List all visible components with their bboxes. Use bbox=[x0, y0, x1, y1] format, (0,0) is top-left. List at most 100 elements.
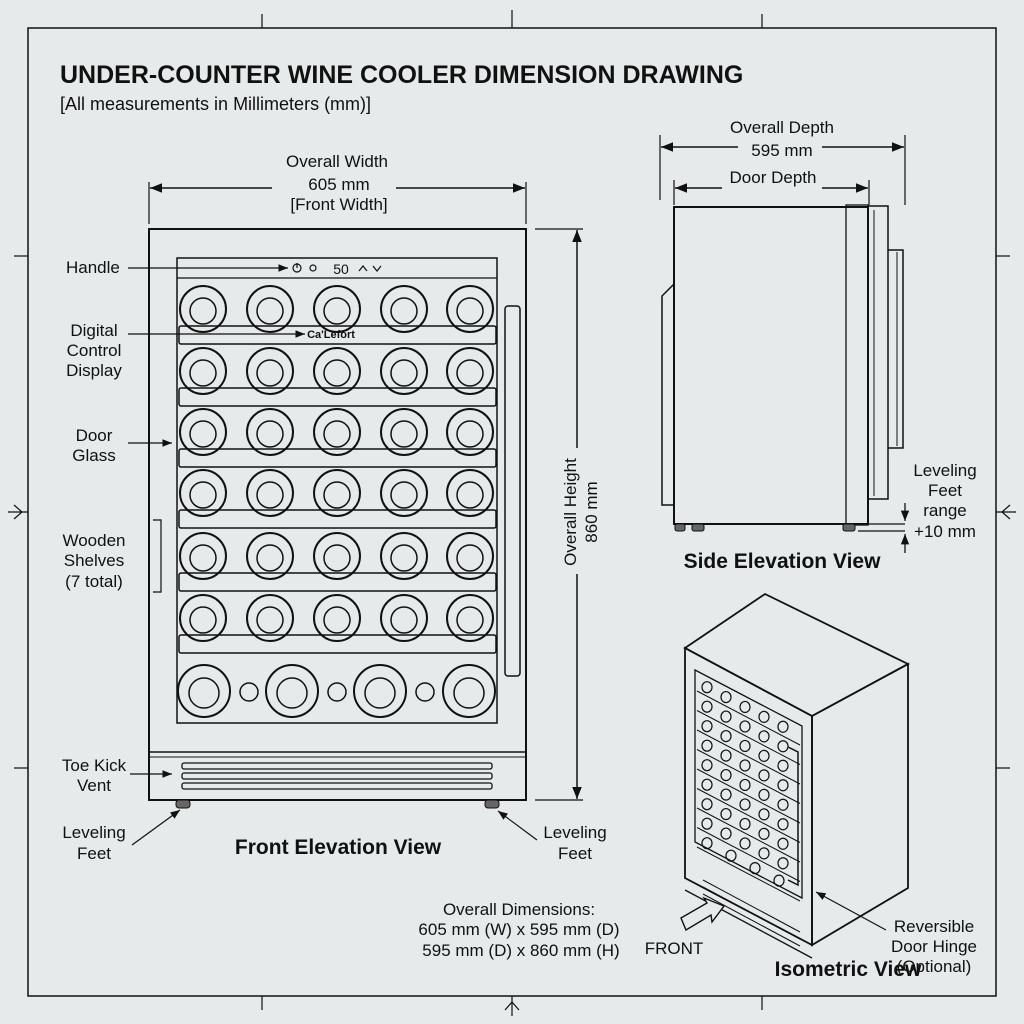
iso-shelf bbox=[696, 846, 801, 902]
iso-bottle bbox=[739, 778, 751, 792]
iso-bottle bbox=[701, 778, 713, 791]
hinge-line2: Door Hinge bbox=[891, 937, 977, 956]
iso-bottle bbox=[777, 720, 789, 733]
wine-bottle bbox=[446, 285, 494, 333]
wine-bottle bbox=[446, 532, 494, 580]
wine-bottle bbox=[380, 594, 428, 642]
iso-bottle bbox=[777, 740, 789, 753]
wine-bottle bbox=[380, 532, 428, 580]
side-view-title: Side Elevation View bbox=[684, 550, 882, 573]
iso-view-title: Isometric View bbox=[775, 958, 922, 981]
iso-door-glass bbox=[694, 668, 803, 900]
wine-bottle bbox=[380, 408, 428, 456]
iso-wine-rack bbox=[696, 681, 801, 902]
wine-rack bbox=[177, 285, 497, 718]
callout-feet-left-line2: Feet bbox=[77, 844, 111, 863]
door-handle bbox=[504, 305, 521, 677]
wine-bottle bbox=[179, 408, 227, 456]
wine-bottle bbox=[179, 347, 227, 395]
chevron-down-icon bbox=[372, 265, 382, 272]
iso-bottle bbox=[758, 808, 770, 821]
callout-shelves-line3: (7 total) bbox=[65, 572, 123, 591]
temperature-readout: 50 bbox=[333, 261, 349, 277]
iso-bottle bbox=[739, 700, 751, 714]
callout-shelves-line2: Shelves bbox=[64, 551, 124, 570]
wooden-shelf bbox=[178, 572, 497, 592]
front-elevation-view: Overall Width 605 mm [Front Width] 50 Ca… bbox=[62, 152, 607, 863]
iso-bottle bbox=[777, 759, 789, 772]
iso-bottle bbox=[720, 788, 732, 801]
wine-bottle bbox=[313, 285, 361, 333]
iso-shelf bbox=[696, 788, 801, 843]
page-title: UNDER-COUNTER WINE COOLER DIMENSION DRAW… bbox=[60, 61, 743, 89]
iso-bottle bbox=[701, 681, 713, 694]
leveling-range-line1: Leveling bbox=[913, 461, 976, 480]
side-elevation-view: Overall Depth 595 mm Door Depth Leveling… bbox=[659, 118, 977, 573]
iso-side bbox=[811, 662, 909, 947]
front-label: FRONT bbox=[645, 939, 704, 958]
iso-top bbox=[683, 592, 910, 718]
overall-height-value: 860 mm bbox=[582, 481, 601, 542]
iso-bottle bbox=[758, 749, 770, 762]
wine-bottle bbox=[177, 664, 231, 718]
wine-bottle bbox=[246, 347, 294, 395]
iso-bottle bbox=[758, 788, 770, 801]
iso-bottle bbox=[720, 710, 732, 723]
overall-dimensions-heading: Overall Dimensions: bbox=[443, 900, 595, 919]
iso-bottle bbox=[701, 817, 713, 830]
rear-compressor-housing bbox=[661, 283, 675, 506]
leveling-foot-left bbox=[175, 799, 191, 809]
iso-bottle bbox=[720, 690, 732, 704]
callout-door-glass-line1: Door bbox=[76, 426, 113, 445]
callout-display-line3: Display bbox=[66, 361, 122, 380]
callout-feet-left-line1: Leveling bbox=[62, 823, 125, 842]
overall-depth-label: Overall Depth bbox=[730, 118, 834, 137]
overall-dimensions-line2: 595 mm (D) x 860 mm (H) bbox=[422, 941, 619, 960]
wine-bottle bbox=[179, 594, 227, 642]
wine-bottle bbox=[446, 594, 494, 642]
iso-bottle bbox=[720, 768, 732, 782]
overall-dimensions-line1: 605 mm (W) x 595 mm (D) bbox=[418, 920, 619, 939]
wine-bottle bbox=[353, 664, 407, 718]
wine-bottle bbox=[380, 285, 428, 333]
wine-bottle bbox=[246, 408, 294, 456]
wine-bottle bbox=[246, 469, 294, 517]
toe-kick-vent bbox=[181, 762, 493, 790]
iso-bottle bbox=[739, 759, 751, 772]
sheet-frame bbox=[8, 10, 1016, 1016]
wine-bottle bbox=[327, 682, 347, 702]
iso-bottle bbox=[701, 837, 713, 850]
callout-door-glass-line2: Glass bbox=[72, 446, 115, 465]
wooden-shelf bbox=[178, 634, 497, 654]
cabinet-side bbox=[673, 206, 869, 525]
iso-bottle bbox=[777, 837, 789, 850]
wine-bottle bbox=[313, 347, 361, 395]
wine-bottle bbox=[380, 469, 428, 517]
wine-bottle bbox=[179, 469, 227, 517]
handle-side bbox=[888, 249, 904, 449]
callout-shelves-line1: Wooden bbox=[62, 531, 125, 550]
wine-bottle bbox=[415, 682, 435, 702]
wine-bottle bbox=[246, 532, 294, 580]
wine-bottle bbox=[313, 532, 361, 580]
iso-shelf bbox=[696, 690, 801, 746]
overall-width-value: 605 mm bbox=[308, 175, 369, 194]
iso-bottle bbox=[777, 818, 789, 831]
wine-bottle bbox=[239, 682, 259, 702]
callout-handle: Handle bbox=[66, 258, 120, 277]
iso-shelf bbox=[696, 710, 801, 765]
door-depth-label: Door Depth bbox=[730, 168, 817, 187]
wine-bottle bbox=[446, 408, 494, 456]
isometric-view: Isometric View Reversible Door Hinge (Op… bbox=[645, 592, 977, 981]
iso-bottle bbox=[739, 817, 751, 831]
page-subtitle: [All measurements in Millimeters (mm)] bbox=[60, 94, 371, 114]
hinge-line3: (Optional) bbox=[897, 957, 972, 976]
iso-bottle bbox=[773, 874, 785, 887]
iso-shelf bbox=[696, 729, 801, 785]
leveling-range-line2: Feet bbox=[928, 481, 962, 500]
wine-bottle bbox=[179, 285, 227, 333]
wooden-shelf bbox=[178, 387, 497, 407]
shelves-bracket bbox=[153, 519, 162, 593]
front-arrow-icon bbox=[680, 896, 726, 932]
overall-dimensions: Overall Dimensions: 605 mm (W) x 595 mm … bbox=[418, 900, 619, 960]
